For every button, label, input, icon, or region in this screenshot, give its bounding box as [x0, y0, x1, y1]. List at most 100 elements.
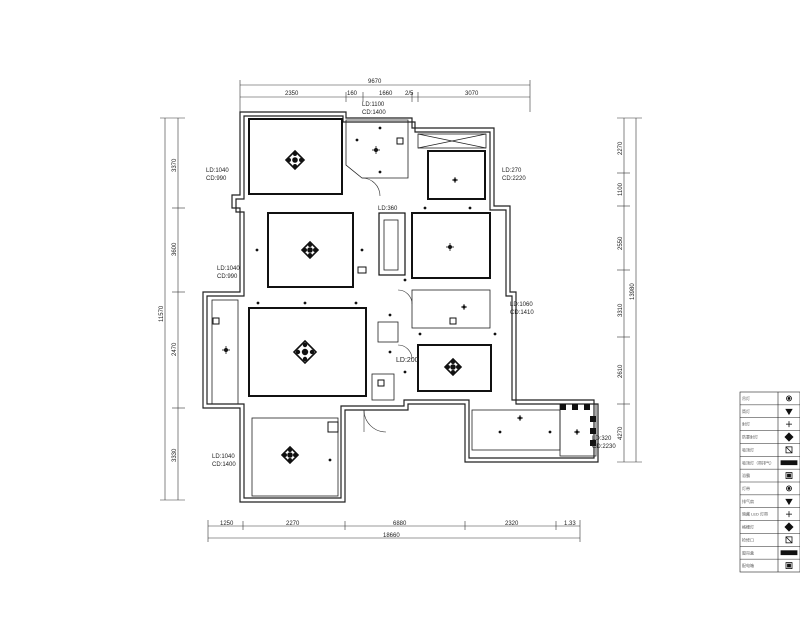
bottom-total-dim: 18660: [383, 533, 400, 539]
exhaust-fan-symbols: [212, 137, 457, 433]
left-total-dim: 11570: [159, 305, 165, 322]
chandelier-icon: [284, 149, 306, 171]
left-dim-2: 3600: [172, 242, 178, 256]
right-dim-1: 2270: [618, 141, 624, 155]
bottom-dim-3: 6880: [393, 521, 407, 527]
exhaust-fan-icon: [396, 137, 404, 145]
downlight-icon: [360, 248, 364, 252]
legend-label: 配电箱: [742, 562, 754, 568]
door-swings: [361, 177, 413, 433]
downlight-icon: [378, 170, 382, 174]
legend-symbol-icon: [785, 472, 793, 479]
downlight-icon: [468, 206, 472, 210]
label-left-lower-ld: LD:1040: [212, 454, 235, 460]
legend-label: 窗帘盒: [742, 549, 754, 555]
legend-symbol-icon: [786, 395, 792, 402]
top-dimension-chain: [239, 80, 531, 112]
bottom-dim-2: 2270: [286, 521, 300, 527]
ceiling-lamp-icon: [461, 304, 467, 310]
downlight-icon: [255, 248, 259, 252]
legend-label: 吊灯: [742, 395, 750, 401]
legend-symbol-icon: [780, 550, 798, 556]
right-dim-6: 4270: [618, 426, 624, 440]
left-dimension-chain: [160, 117, 185, 501]
legend-label: 射灯: [742, 421, 750, 427]
right-dim-5: 2610: [618, 364, 624, 378]
label-right-mid-ld: LD:1060: [510, 302, 533, 308]
label-right-upper-cd: CD:2220: [502, 176, 526, 182]
downlight-icon: [548, 430, 552, 434]
bottom-dim-5: 1.33: [564, 521, 576, 527]
right-dimension-chain: [617, 117, 642, 463]
left-dim-3: 2470: [172, 342, 178, 356]
exhaust-fan-icon: [327, 421, 339, 433]
ceiling-lamp-icon: [372, 146, 380, 154]
downlight-icon: [256, 301, 260, 305]
downlight-icon: [493, 332, 497, 336]
downlight-icon: [355, 138, 359, 142]
label-left-lower-cd: CD:1400: [212, 462, 236, 468]
legend-label: 格栅灯: [742, 524, 754, 530]
label-top-center-ld: LD:1100: [362, 102, 385, 108]
exhaust-fan-icon: [357, 266, 367, 274]
chandelier-icon: [280, 445, 300, 465]
downlight-icon: [498, 430, 502, 434]
legend-symbol-icon: [786, 485, 792, 492]
downlight-icon: [378, 126, 382, 130]
label-right-lower-ld: LD:320: [592, 436, 612, 442]
downlight-icon: [403, 278, 407, 282]
downlight-icon: [423, 206, 427, 210]
downlight-symbols: [255, 126, 552, 462]
legend-symbol-icon: [784, 432, 794, 442]
label-left-mid-cd: CD:990: [217, 274, 238, 280]
label-right-mid-cd: CD:1410: [510, 310, 534, 316]
legend-label: 吸顶灯: [742, 446, 754, 452]
legend-symbol-icon: [785, 498, 793, 506]
label-right-upper-ld: LD:270: [502, 168, 522, 174]
legend-label: 检修口: [742, 536, 754, 542]
label-right-lower-cd: CD:2230: [592, 444, 616, 450]
chandelier-icon: [443, 357, 463, 377]
top-total-dim: 9670: [368, 79, 382, 85]
exterior-walls: [202, 111, 599, 503]
bottom-dim-4: 2320: [505, 521, 519, 527]
left-dim-4: 3330: [172, 448, 178, 462]
top-dim-2: 160: [347, 91, 358, 97]
bottom-dimension-chain: [207, 520, 581, 542]
legend-label: 排气扇: [742, 498, 754, 504]
top-dim-4: 2/5: [405, 91, 414, 97]
chandelier-icon: [292, 339, 318, 365]
downlight-icon: [303, 301, 307, 305]
bottom-dim-1: 1250: [220, 521, 234, 527]
secondary-outlines: [211, 119, 597, 497]
legend-label: 灯带: [742, 485, 750, 491]
legend-symbol-icon: [785, 536, 793, 544]
legend-symbol-icon: [785, 408, 793, 416]
exhaust-fan-icon: [377, 379, 385, 387]
right-dim-3: 2550: [618, 236, 624, 250]
downlight-icon: [328, 458, 332, 462]
legend-symbol-icon: [784, 522, 794, 532]
ceiling-outlines: [248, 118, 492, 397]
left-dim-1: 3370: [172, 158, 178, 172]
legend-symbol-icon: [785, 446, 793, 454]
downlight-icon: [418, 332, 422, 336]
legend-label: 吸顶灯（带排气）: [742, 459, 774, 465]
balcony-railing: [560, 404, 596, 446]
downlight-icon: [403, 370, 407, 374]
legend-symbol-icon: [786, 421, 792, 428]
right-dim-4: 3310: [618, 303, 624, 317]
legend-label: 防雾射灯: [742, 434, 758, 440]
label-top-center-cd: CD:1400: [362, 110, 386, 116]
top-dim-1: 2350: [285, 91, 299, 97]
right-dim-2: 1100: [618, 182, 624, 196]
label-hall-upper: LD:360: [378, 206, 398, 212]
ceiling-lamp-icon: [222, 346, 230, 354]
downlight-icon: [354, 301, 358, 305]
legend-label: 筒灯: [742, 408, 750, 414]
legend-label: 浴霸: [742, 472, 750, 478]
ceiling-lamp-icon: [452, 177, 458, 183]
top-dim-5: 3070: [465, 91, 479, 97]
